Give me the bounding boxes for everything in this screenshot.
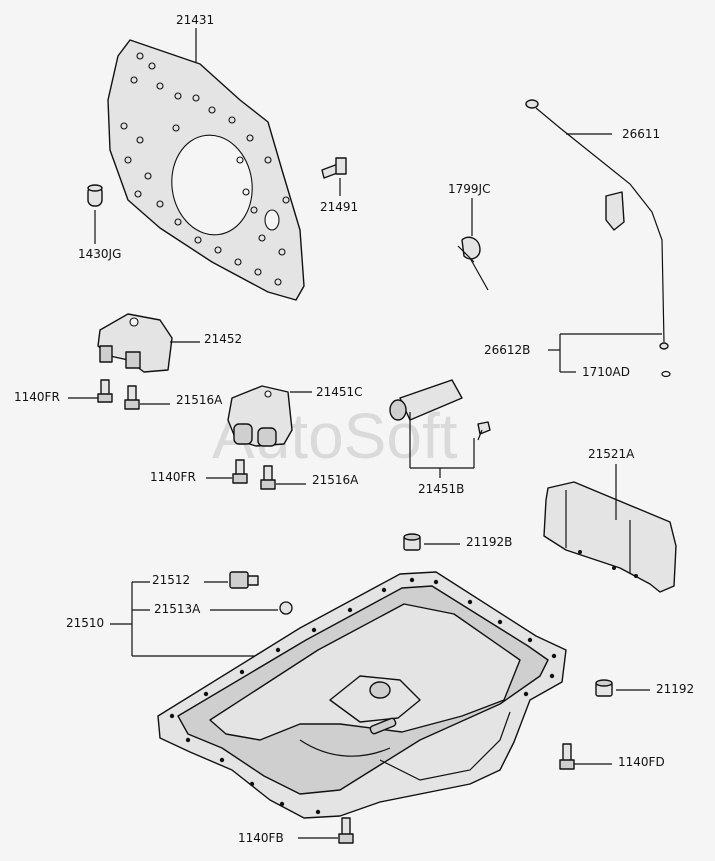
label-21431: 21431 bbox=[176, 13, 214, 27]
label-1140fr-b: 1140FR bbox=[150, 470, 196, 484]
label-21451c: 21451C bbox=[316, 385, 363, 399]
pin-1430jg bbox=[87, 184, 103, 207]
label-26611: 26611 bbox=[622, 127, 660, 141]
gasket-21513a bbox=[279, 601, 293, 615]
baffle-21521a bbox=[543, 481, 677, 593]
label-1430jg: 1430JG bbox=[78, 247, 121, 261]
bolt-21491 bbox=[321, 157, 347, 179]
label-1140fr-a: 1140FR bbox=[14, 390, 60, 404]
label-21521a: 21521A bbox=[588, 447, 635, 461]
drain-plug-21512 bbox=[229, 571, 259, 589]
cap-21192b bbox=[403, 533, 421, 551]
label-21452: 21452 bbox=[204, 332, 242, 346]
label-21192: 21192 bbox=[656, 682, 694, 696]
label-21512: 21512 bbox=[152, 573, 190, 587]
strainer-21451b bbox=[389, 379, 491, 441]
label-26612b: 26612B bbox=[484, 343, 530, 357]
cap-21192 bbox=[595, 679, 613, 697]
plate-21431 bbox=[107, 39, 305, 301]
label-1140fd: 1140FD bbox=[618, 755, 665, 769]
oring-1710ad bbox=[661, 370, 671, 378]
bolt-1140fr-b bbox=[232, 459, 248, 484]
label-21513a: 21513A bbox=[154, 602, 201, 616]
bracket-21452 bbox=[97, 313, 173, 373]
label-21516a-a: 21516A bbox=[176, 393, 223, 407]
label-1799jc: 1799JC bbox=[448, 182, 490, 196]
clip-1799jc bbox=[457, 236, 489, 291]
label-21491: 21491 bbox=[320, 200, 358, 214]
bracket-21451c bbox=[227, 385, 293, 447]
label-21451b: 21451B bbox=[418, 482, 464, 496]
oil-pan-21510 bbox=[157, 571, 567, 819]
dipstick-26611 bbox=[525, 99, 665, 343]
bolt-21516a-a bbox=[124, 385, 140, 410]
label-21516a-b: 21516A bbox=[312, 473, 359, 487]
guide-tube-26612b bbox=[659, 342, 669, 350]
label-1140fb: 1140FB bbox=[238, 831, 284, 845]
label-1710ad: 1710AD bbox=[582, 365, 630, 379]
label-21192b: 21192B bbox=[466, 535, 512, 549]
bolt-1140fd bbox=[559, 743, 575, 770]
bolt-21516a-b bbox=[260, 465, 276, 490]
bolt-1140fb bbox=[338, 817, 354, 844]
bolt-1140fr-a bbox=[97, 379, 113, 403]
label-21510: 21510 bbox=[66, 616, 104, 630]
